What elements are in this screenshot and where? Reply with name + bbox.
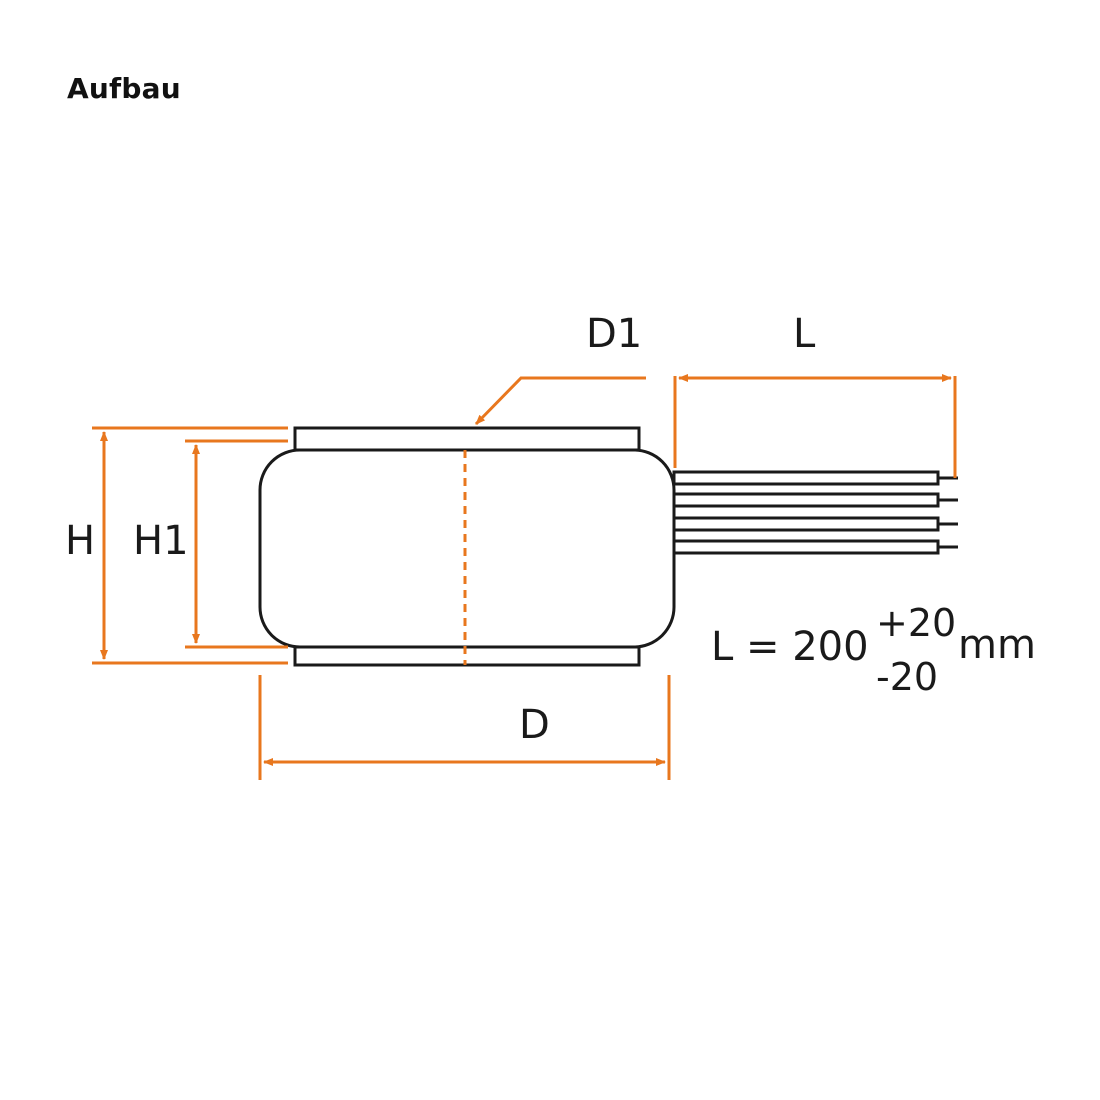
l-label: L xyxy=(793,311,816,357)
d1-label: D1 xyxy=(586,311,642,357)
winding-body xyxy=(258,448,676,649)
d-label: D xyxy=(519,702,550,748)
lead-wire xyxy=(672,492,940,508)
lead-wire xyxy=(672,539,940,555)
h-label: H xyxy=(65,518,95,564)
lead-wires xyxy=(672,470,958,555)
tolerance-plus: +20 xyxy=(876,601,956,645)
dimension-lines xyxy=(92,374,957,780)
top-clamp-plate xyxy=(293,426,641,452)
lead-wire xyxy=(672,470,940,486)
h1-label: H1 xyxy=(133,518,189,564)
page-title: Aufbau xyxy=(67,72,181,105)
d1-leader-line xyxy=(474,376,646,426)
transformer-body xyxy=(258,426,676,667)
bottom-clamp-plate xyxy=(293,645,641,667)
tolerance-minus: -20 xyxy=(876,655,938,699)
lead-length-spec: L = 200 +20 -20 mm xyxy=(711,601,1036,699)
unit-label: mm xyxy=(958,622,1036,668)
lead-wire xyxy=(672,516,940,532)
lead-length-prefix: L = 200 xyxy=(711,624,869,670)
